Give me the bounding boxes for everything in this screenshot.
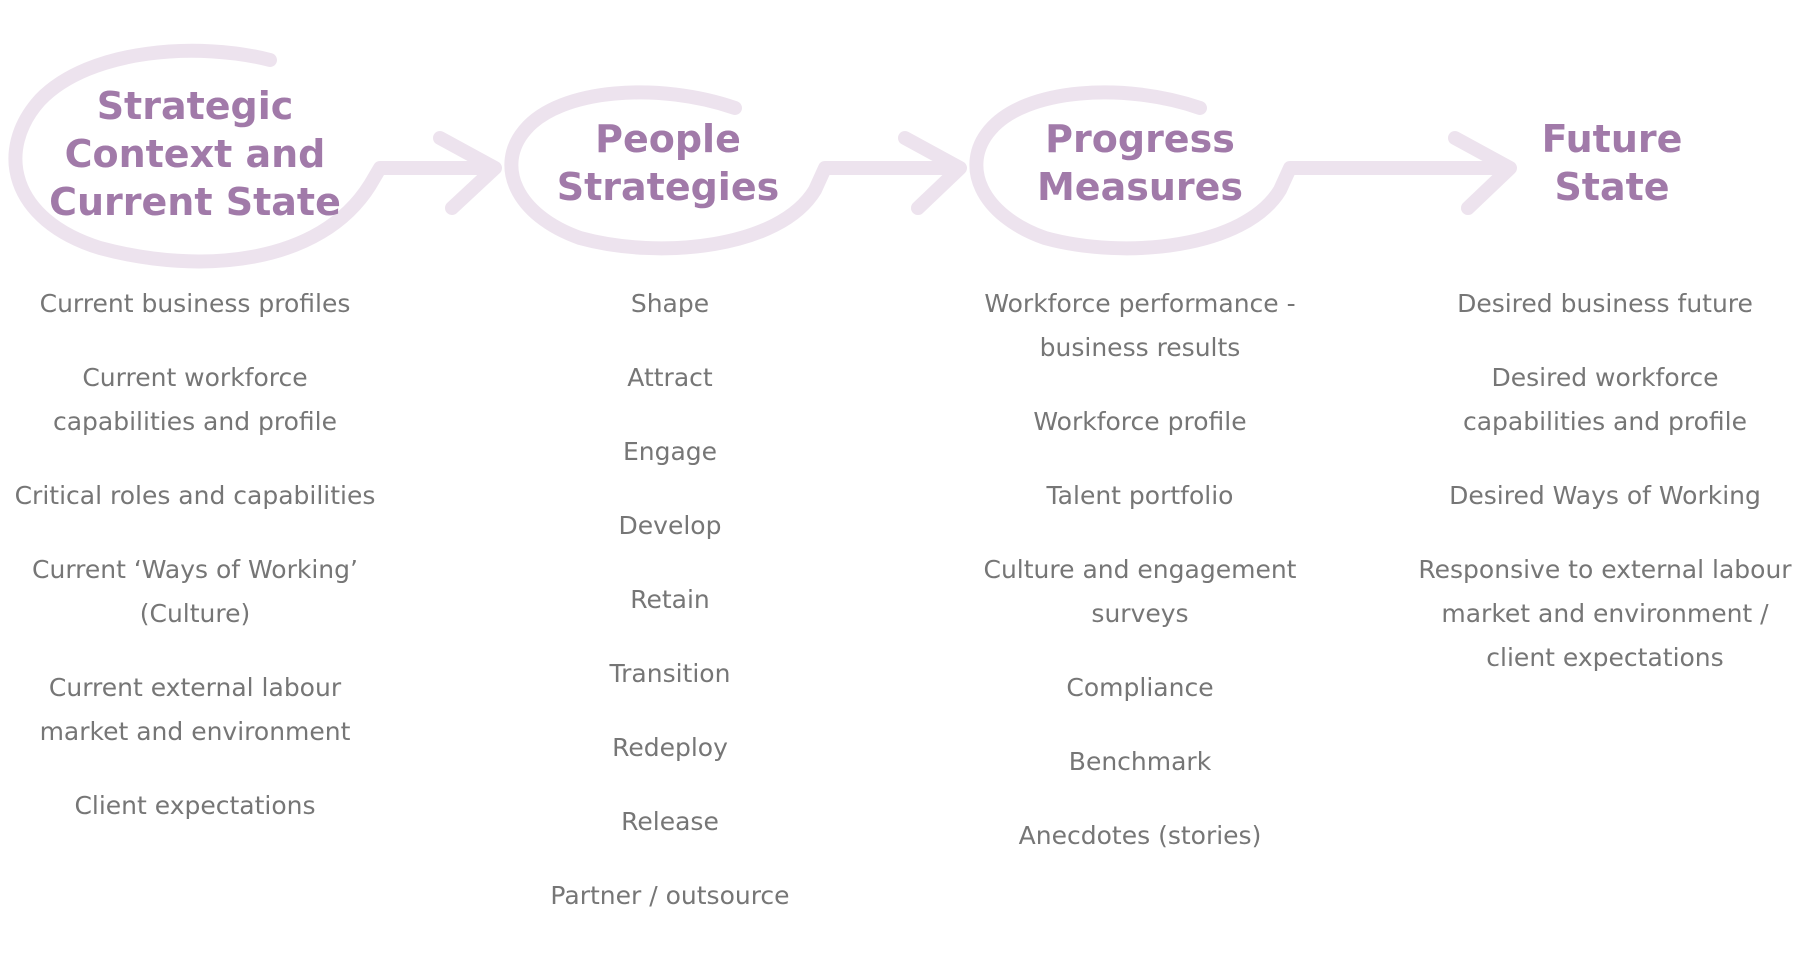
list-item: Culture and engagement surveys [940, 548, 1340, 636]
list-item: Critical roles and capabilities [0, 474, 390, 518]
title-line: State [1554, 165, 1670, 209]
item-line: Culture and engagement [983, 555, 1297, 584]
item-line: Desired workforce [1491, 363, 1719, 392]
column-list-future-state: Desired business future Desired workforc… [1410, 282, 1800, 710]
list-item: Benchmark [940, 740, 1340, 784]
item-line: Develop [618, 511, 722, 540]
item-line: Engage [622, 437, 718, 466]
title-line: Strategies [556, 165, 780, 209]
list-item: Transition [480, 652, 860, 696]
item-line: Workforce profile [1033, 407, 1247, 436]
item-line: Current workforce [82, 363, 308, 392]
list-item: Responsive to external labour market and… [1410, 548, 1800, 680]
item-line: Anecdotes (stories) [1018, 821, 1262, 850]
swirl-arrowhead-2 [898, 131, 967, 215]
item-line: Client expectations [74, 791, 316, 820]
list-item: Release [480, 800, 860, 844]
title-line: Future [1541, 117, 1683, 161]
list-item: Workforce performance - business results [940, 282, 1340, 370]
swirl-arrowhead-3 [1448, 131, 1517, 215]
list-item: Current ‘Ways of Working’ (Culture) [0, 548, 390, 636]
item-line: Responsive to external labour [1418, 555, 1792, 584]
list-item: Current business profiles [0, 282, 390, 326]
item-line: Retain [630, 585, 710, 614]
item-line: market and environment / [1441, 599, 1769, 628]
column-title-people-strategies: People Strategies [438, 115, 898, 211]
column-title-progress-measures: Progress Measures [910, 115, 1370, 211]
item-line: Shape [630, 289, 710, 318]
list-item: Talent portfolio [940, 474, 1340, 518]
list-item: Desired Ways of Working [1410, 474, 1800, 518]
list-item: Shape [480, 282, 860, 326]
item-line: Redeploy [612, 733, 728, 762]
list-item: Current workforce capabilities and profi… [0, 356, 390, 444]
item-line: Workforce performance - [984, 289, 1296, 318]
list-item: Redeploy [480, 726, 860, 770]
column-list-strategic-context: Current business profiles Current workfo… [0, 282, 390, 858]
item-line: Desired Ways of Working [1449, 481, 1761, 510]
title-line: People [595, 117, 741, 161]
swirl-loop-2 [504, 85, 962, 256]
item-line: market and environment [39, 717, 351, 746]
item-line: business results [1039, 333, 1241, 362]
item-line: (Culture) [139, 599, 251, 628]
column-list-people-strategies: Shape Attract Engage Develop Retain Tran… [480, 282, 860, 948]
swirl-loop-1 [8, 43, 497, 269]
swirl-arrowhead-1 [433, 131, 502, 215]
item-line: capabilities and profile [52, 407, 337, 436]
column-list-progress-measures: Workforce performance - business results… [940, 282, 1340, 888]
list-item: Attract [480, 356, 860, 400]
item-line: Current business profiles [39, 289, 351, 318]
item-line: Transition [609, 659, 731, 688]
list-item: Desired workforce capabilities and profi… [1410, 356, 1800, 444]
list-item: Client expectations [0, 784, 390, 828]
list-item: Develop [480, 504, 860, 548]
item-line: Compliance [1066, 673, 1214, 702]
list-item: Engage [480, 430, 860, 474]
title-line: Strategic [96, 84, 294, 128]
list-item: Current external labour market and envir… [0, 666, 390, 754]
item-line: capabilities and profile [1462, 407, 1747, 436]
column-title-strategic-context: Strategic Context and Current State [0, 82, 425, 226]
list-item: Desired business future [1410, 282, 1800, 326]
item-line: Desired business future [1457, 289, 1753, 318]
list-item: Partner / outsource [480, 874, 860, 918]
item-line: Talent portfolio [1046, 481, 1234, 510]
item-line: client expectations [1486, 643, 1724, 672]
item-line: Benchmark [1068, 747, 1212, 776]
item-line: Current ‘Ways of Working’ [32, 555, 358, 584]
title-line: Measures [1036, 165, 1244, 209]
item-line: Release [621, 807, 719, 836]
title-line: Progress [1045, 117, 1235, 161]
list-item: Retain [480, 578, 860, 622]
item-line: Critical roles and capabilities [14, 481, 376, 510]
title-line: Current State [49, 180, 341, 224]
item-line: surveys [1091, 599, 1189, 628]
title-line: Context and [64, 132, 326, 176]
item-line: Attract [627, 363, 713, 392]
list-item: Workforce profile [940, 400, 1340, 444]
swirl-loop-3 [969, 85, 1512, 256]
list-item: Anecdotes (stories) [940, 814, 1340, 858]
item-line: Current external labour [48, 673, 342, 702]
item-line: Partner / outsource [550, 881, 790, 910]
list-item: Compliance [940, 666, 1340, 710]
column-title-future-state: Future State [1382, 115, 1800, 211]
